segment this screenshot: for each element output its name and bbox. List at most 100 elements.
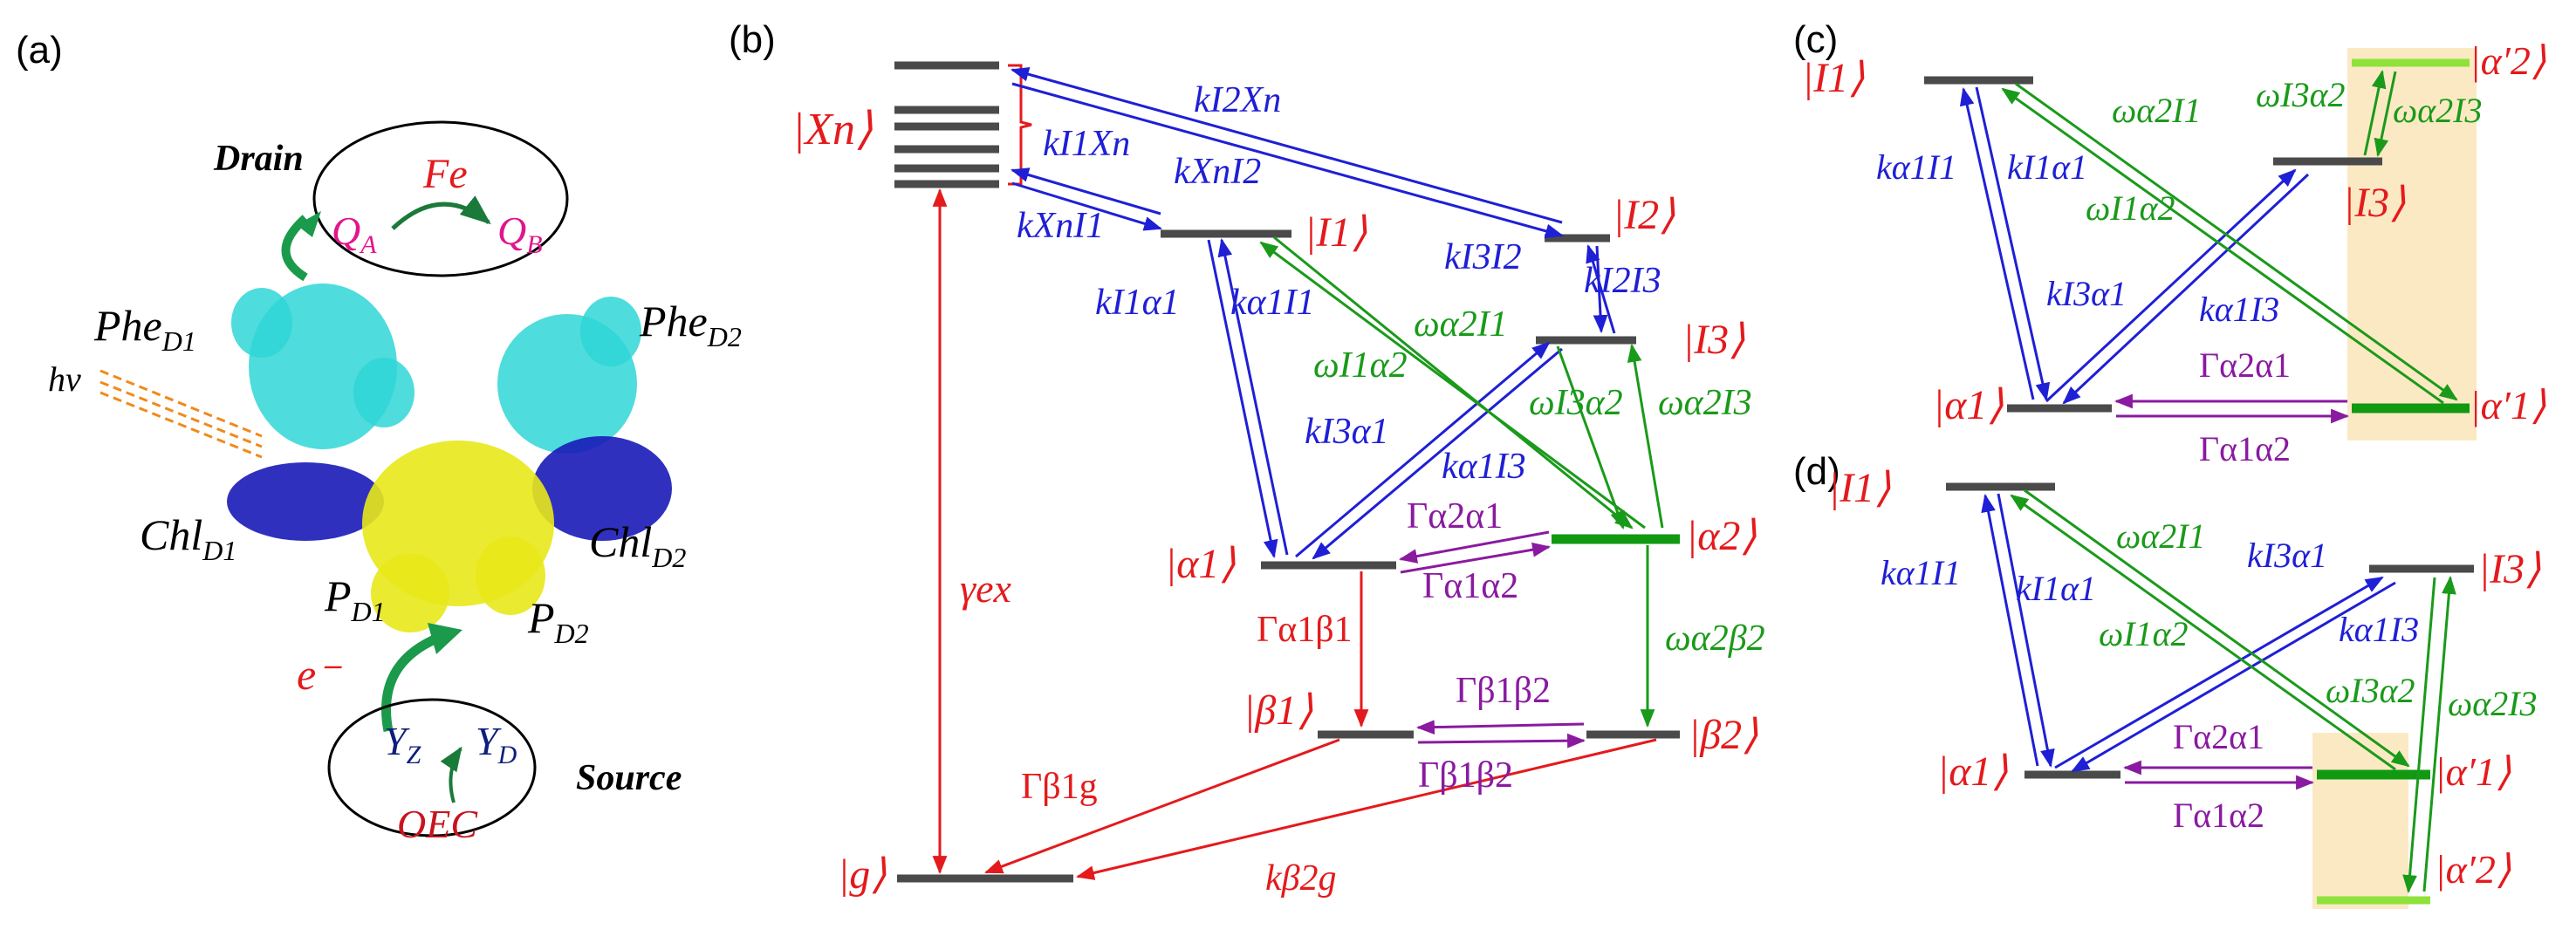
rate-k-xni1: kXnI1 xyxy=(1017,206,1104,246)
source-ellipse xyxy=(327,698,537,837)
xn-bracket xyxy=(1008,64,1032,186)
phe-d2-label: PheD2 xyxy=(639,297,742,352)
d-rate-G-a2a1: Γα2α1 xyxy=(2173,717,2264,756)
chl-d2-molecule xyxy=(532,436,672,541)
xn-levels xyxy=(894,61,999,188)
rate-gamma-ex: γex xyxy=(960,566,1012,611)
qb-label: QB xyxy=(497,208,543,259)
c-green-arrows xyxy=(2001,69,2458,405)
state-i2: |I2⟩ xyxy=(1613,192,1675,238)
c-rate-w-i1a2: ωI1α2 xyxy=(2086,188,2175,228)
c-rate-k-a1i1: kα1I1 xyxy=(1876,147,1956,187)
oec-yz-arrow xyxy=(440,746,462,803)
rate-G-a1b1: Γα1β1 xyxy=(1257,610,1353,650)
yz-label: YZ xyxy=(384,719,421,769)
rate-w-i3a2: ωI3α2 xyxy=(1529,383,1623,423)
rate-k-i1xn: kI1Xn xyxy=(1043,124,1130,164)
rate-w-i1a2: ωI1α2 xyxy=(1313,345,1408,386)
green-arrows-b xyxy=(1259,236,1664,728)
rate-G-a1a2: Γα1α2 xyxy=(1422,566,1518,606)
rate-k-i2i3: kI2I3 xyxy=(1584,261,1661,301)
d-state-alpha1p: |α′1⟩ xyxy=(2435,749,2511,794)
c-rate-k-i1a1: kI1α1 xyxy=(2007,147,2087,187)
rate-G-b1b2-top: Γβ1β2 xyxy=(1456,671,1551,711)
state-alpha1: |α1⟩ xyxy=(1165,541,1236,587)
d-blue-arrows xyxy=(1981,493,2396,773)
state-xn: |Xn⟩ xyxy=(792,105,873,154)
rate-k-i3a1: kI3α1 xyxy=(1305,412,1389,452)
c-purple-arrows xyxy=(2114,393,2350,424)
qa-label: QA xyxy=(332,208,377,259)
panel-label-a: (a) xyxy=(16,29,63,72)
qa-qb-arrow xyxy=(391,195,491,230)
d-rate-w-i3a2: ωI3α2 xyxy=(2326,671,2415,710)
electron-transfer-arrow xyxy=(381,632,443,733)
rate-k-xni2: kXnI2 xyxy=(1174,152,1261,192)
drain-transfer-arrowhead xyxy=(297,211,321,237)
p-d1-label: PD1 xyxy=(324,571,386,627)
chl-d1-label: ChlD1 xyxy=(140,510,236,566)
c-rate-k-a1i3: kα1I3 xyxy=(2199,290,2279,329)
electron-transfer-arrowhead xyxy=(428,623,462,654)
rate-k-b2g: kβ2g xyxy=(1265,858,1337,899)
highlight-c xyxy=(2347,48,2477,441)
c-state-alpha1: |α1⟩ xyxy=(1933,382,2004,428)
p-d2-label: PD2 xyxy=(527,593,589,649)
d-rate-k-a1i1: kα1I1 xyxy=(1881,553,1961,592)
rate-G-a2a1: Γα2α1 xyxy=(1407,496,1503,536)
d-state-alpha1: |α1⟩ xyxy=(1937,748,2008,795)
c-rate-w-a2i3: ωα2I3 xyxy=(2393,91,2483,130)
c-rate-G-a2a1: Γα2α1 xyxy=(2199,345,2291,385)
rate-G-b1b2-bot: Γβ1β2 xyxy=(1418,755,1513,796)
rate-k-i1a1: kI1α1 xyxy=(1095,283,1180,323)
c-state-i1: |I1⟩ xyxy=(1802,55,1865,101)
drain-ellipse xyxy=(312,120,569,277)
panel-label-c: (c) xyxy=(1793,18,1838,61)
rate-k-a1i3: kα1I3 xyxy=(1442,447,1526,487)
rate-w-a2b2: ωα2β2 xyxy=(1665,618,1765,659)
c-rate-w-a2i1: ωα2I1 xyxy=(2112,91,2202,130)
drain-label: Drain xyxy=(213,139,304,179)
d-green-arrows xyxy=(2010,489,2456,894)
rate-G-b1g: Γβ1g xyxy=(1021,767,1098,807)
source-label: Source xyxy=(576,758,682,798)
d-rate-k-a1i3: kα1I3 xyxy=(2339,610,2419,649)
photon-beam xyxy=(99,369,263,459)
electron-label: e⁻ xyxy=(297,650,342,699)
c-blue-arrows xyxy=(1959,86,2310,405)
phe-d1-label: PheD1 xyxy=(93,301,196,357)
c-state-i3: |I3⟩ xyxy=(2343,180,2406,226)
c-rate-w-i3a2: ωI3α2 xyxy=(2256,75,2346,114)
state-i1: |I1⟩ xyxy=(1305,209,1367,256)
d-rate-G-a1a2: Γα1α2 xyxy=(2173,796,2264,835)
state-beta1: |β1⟩ xyxy=(1243,687,1313,734)
d-state-alpha2p: |α′2⟩ xyxy=(2435,847,2511,892)
d-state-i1: |I1⟩ xyxy=(1828,465,1891,511)
state-i3: |I3⟩ xyxy=(1682,317,1745,363)
d-rate-w-a2i3: ωα2I3 xyxy=(2448,684,2538,723)
panel-label-b: (b) xyxy=(729,18,776,61)
hv-label: hν xyxy=(48,359,81,399)
rate-w-a2i3: ωα2I3 xyxy=(1658,383,1752,423)
state-alpha2: |α2⟩ xyxy=(1686,513,1757,559)
c-state-alpha2p: |α′2⟩ xyxy=(2470,38,2546,83)
d-rate-w-a2i1: ωα2I1 xyxy=(2116,516,2206,556)
d-rate-w-i1a2: ωI1α2 xyxy=(2099,614,2189,653)
d-rate-k-i3a1: kI3α1 xyxy=(2247,536,2327,575)
chl-d2-label: ChlD2 xyxy=(589,517,686,573)
rate-k-i3i2: kI3I2 xyxy=(1444,237,1522,277)
chl-d1-molecule xyxy=(227,462,384,541)
rate-k-i2xn: kI2Xn xyxy=(1194,80,1281,120)
panel-label-d: (d) xyxy=(1793,450,1840,493)
phe-d2-molecule xyxy=(497,297,641,454)
c-state-alpha1p: |α′1⟩ xyxy=(2470,383,2546,427)
p-dimer-molecule xyxy=(362,441,554,632)
d-state-i3: |I3⟩ xyxy=(2478,546,2541,592)
red-arrows-b xyxy=(932,188,1657,880)
fe-label: Fe xyxy=(422,151,468,197)
d-rate-k-i1a1: kI1α1 xyxy=(2016,569,2096,608)
c-rate-k-i3a1: kI3α1 xyxy=(2046,274,2127,313)
highlight-d xyxy=(2312,733,2408,909)
purple-arrows-b xyxy=(1398,530,1586,748)
